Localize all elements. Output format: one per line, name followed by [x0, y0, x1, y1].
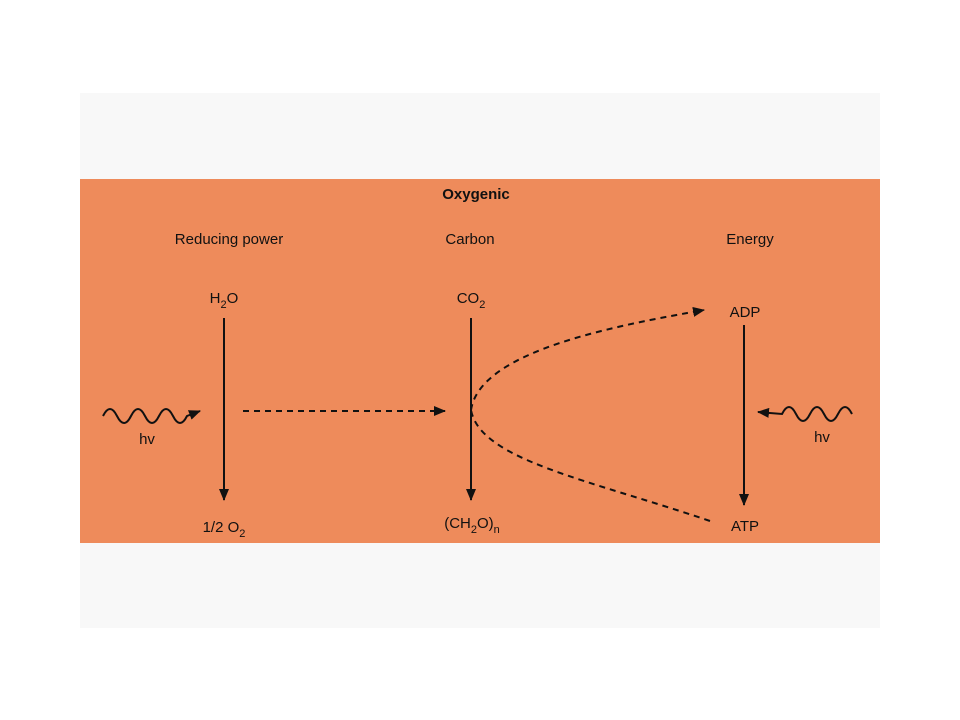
ch2o-n-label: (CH2O)n — [444, 515, 500, 536]
co2-label: CO2 — [457, 290, 486, 311]
diagram-title: Oxygenic — [442, 186, 510, 203]
adp-return-arrow — [470, 307, 705, 411]
light-wave-left-icon — [102, 408, 201, 424]
light-label-right: hv — [814, 429, 830, 446]
half-o2-label: 1/2 O2 — [203, 519, 246, 540]
oxygenic-panel — [80, 179, 880, 543]
light-label-left: hv — [139, 431, 155, 448]
adp-label: ADP — [730, 304, 761, 321]
column-header-carbon: Carbon — [445, 231, 494, 248]
h2o-label: H2O — [210, 290, 239, 311]
light-wave-right-icon — [757, 406, 853, 422]
column-header-reducing-power: Reducing power — [175, 231, 283, 248]
column-header-energy: Energy — [726, 231, 774, 248]
atp-consumption-curve — [470, 409, 711, 522]
atp-label: ATP — [731, 518, 759, 535]
